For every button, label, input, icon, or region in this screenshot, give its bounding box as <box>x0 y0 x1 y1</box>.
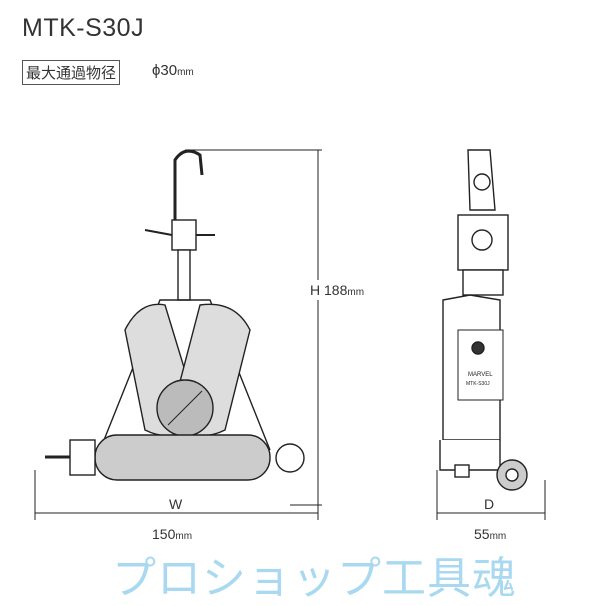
front-view <box>45 149 305 481</box>
max-diameter-value: ϕ30mm <box>152 62 194 79</box>
phi-symbol: ϕ <box>152 62 161 79</box>
depth-value: 55mm <box>474 526 507 542</box>
max-diameter-label: 最大通過物径 <box>22 60 121 85</box>
height-value: H 188mm <box>310 282 365 298</box>
side-view <box>439 149 528 491</box>
depth-letter: D <box>484 496 495 512</box>
diameter-number: 30 <box>160 62 178 79</box>
watermark: プロショップ工具魂 <box>112 554 517 603</box>
diameter-unit: mm <box>177 67 194 78</box>
product-title: MTK-S30J <box>22 14 145 42</box>
model-label: MTK-S30J <box>466 381 490 387</box>
dimension-lines <box>34 149 546 520</box>
brand-label: MARVEL <box>468 372 493 378</box>
width-letter: W <box>169 496 183 512</box>
width-value: 150mm <box>152 526 193 542</box>
